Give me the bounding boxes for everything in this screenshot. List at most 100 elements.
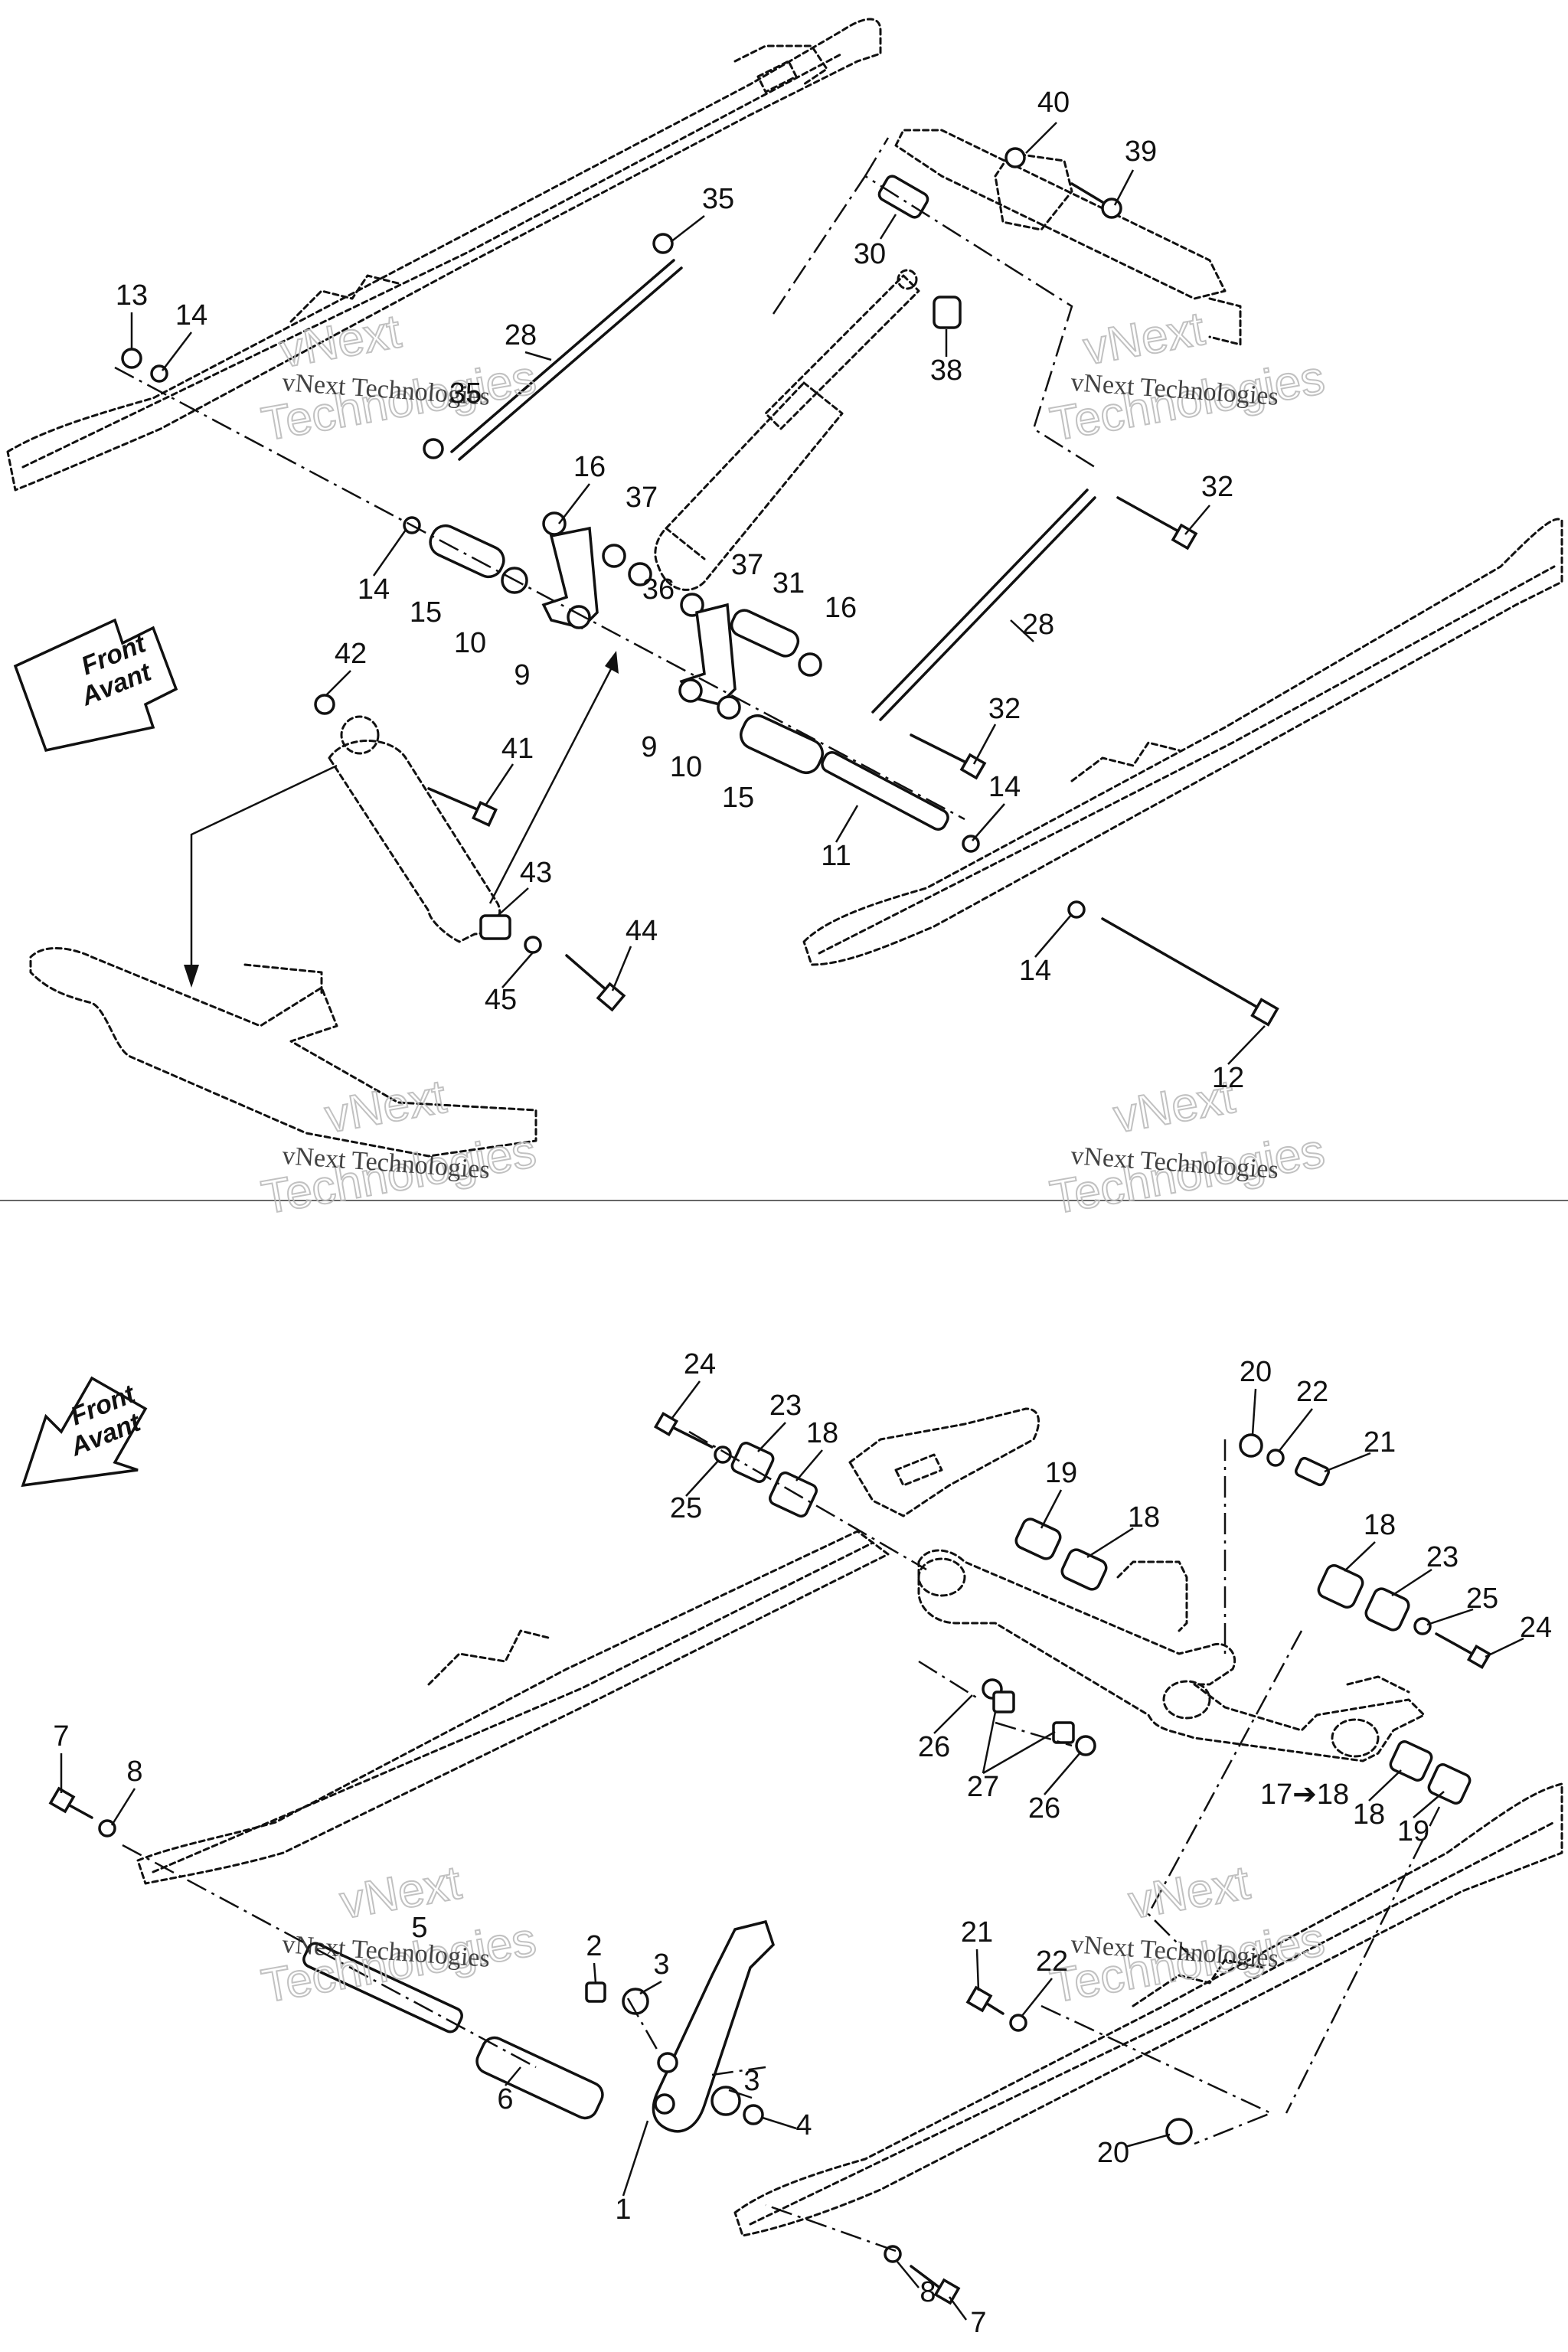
callout-part-28: 28 xyxy=(1022,609,1054,641)
callout-part-24: 24 xyxy=(684,1348,716,1380)
callout-part-7: 7 xyxy=(53,1720,69,1753)
callout-part-18: 18 xyxy=(806,1417,838,1449)
bolt-2 xyxy=(585,1981,606,2003)
watermark-vnext: vNext xyxy=(276,305,404,377)
callout-part-3: 3 xyxy=(743,2065,760,2097)
nut-4 xyxy=(743,2104,764,2125)
callout-part-8: 8 xyxy=(920,2276,936,2308)
callout-part-15: 15 xyxy=(410,596,442,629)
bolt-32-upper xyxy=(1116,496,1188,537)
watermarks: vNext Technologies vNext Technologies vN… xyxy=(257,302,1329,2014)
callout-part-16: 16 xyxy=(573,451,606,483)
callout-part-43: 43 xyxy=(520,857,552,889)
callout-part-14: 14 xyxy=(988,771,1021,803)
callout-part-45: 45 xyxy=(485,984,517,1016)
nut-40 xyxy=(1004,147,1026,168)
callout-part-25: 25 xyxy=(1466,1583,1498,1615)
callout-part-14: 14 xyxy=(358,573,390,606)
callout-part-32: 32 xyxy=(1201,471,1233,503)
callout-part-6: 6 xyxy=(497,2083,513,2115)
rail-left-top xyxy=(6,18,882,492)
watermark-vnext: vNext xyxy=(322,1070,450,1143)
callout-part-18: 18 xyxy=(1364,1509,1396,1541)
rail-right-bottom xyxy=(733,1782,1563,2237)
callout-part-40: 40 xyxy=(1037,87,1070,119)
callout-part-41: 41 xyxy=(501,733,534,765)
callout-part-18: 18 xyxy=(1128,1501,1160,1534)
nut-35-lower xyxy=(423,438,444,459)
nut-13 xyxy=(121,348,142,369)
shock-absorber-top xyxy=(654,269,920,591)
bracket-1 xyxy=(652,1919,776,2133)
callout-part-24: 24 xyxy=(1520,1612,1552,1644)
callout-part-20: 20 xyxy=(1097,2137,1129,2169)
callout-part-9: 9 xyxy=(514,659,530,691)
callout-part-14: 14 xyxy=(175,299,207,332)
callout-part-25: 25 xyxy=(670,1492,702,1524)
callout-part-15: 15 xyxy=(722,782,754,814)
callout-part-35: 35 xyxy=(449,377,482,410)
callout-part-35: 35 xyxy=(702,183,734,215)
callout-part-23: 23 xyxy=(769,1390,802,1422)
leaders-top xyxy=(130,122,1266,1065)
rail-right-top xyxy=(802,518,1563,966)
callout-part-21: 21 xyxy=(961,1916,993,1949)
front-direction-arrow-top: Front Avant xyxy=(13,618,178,753)
callout-part-20: 20 xyxy=(1240,1356,1272,1388)
watermark-vnext: vNext xyxy=(1080,302,1208,375)
front-direction-arrow-bottom: Front Avant xyxy=(21,1376,148,1488)
callout-part-14: 14 xyxy=(1019,955,1051,987)
callout-part-12: 12 xyxy=(1212,1062,1244,1094)
callout-part-8: 8 xyxy=(126,1756,142,1788)
callout-part-38: 38 xyxy=(930,354,962,387)
leaders-bottom xyxy=(60,1380,1524,2321)
callout-part-32: 32 xyxy=(988,693,1021,725)
rear-shock xyxy=(314,694,626,1012)
centerline-rear-axle xyxy=(114,366,965,821)
watermark-vnext: vNext xyxy=(1125,1856,1253,1929)
callout-part-16: 16 xyxy=(825,592,857,624)
washer-3-lower xyxy=(710,2086,741,2116)
callout-part-22: 22 xyxy=(1296,1376,1328,1408)
callout-part-10: 10 xyxy=(454,627,486,659)
callout-part-26: 26 xyxy=(1028,1792,1060,1824)
callout-part-28: 28 xyxy=(505,319,537,351)
callout-part-37: 37 xyxy=(731,549,763,581)
callout-part-31: 31 xyxy=(773,567,805,599)
callout-part-27: 27 xyxy=(967,1771,999,1803)
callout-part-23: 23 xyxy=(1426,1541,1459,1573)
callout-part-22: 22 xyxy=(1036,1945,1068,1978)
callout-part-37: 37 xyxy=(626,482,658,514)
rod-28-lower xyxy=(871,488,1089,714)
leader-shock-arm xyxy=(190,764,338,972)
rear-shaft-assembly xyxy=(403,511,1279,1027)
callout-part-10: 10 xyxy=(670,751,702,783)
rail-left-bottom xyxy=(136,1407,1040,1885)
callout-part-26: 26 xyxy=(918,1731,950,1763)
callout-part-18: 18 xyxy=(1353,1798,1385,1831)
callout-part-42: 42 xyxy=(335,638,367,670)
nut-35-upper xyxy=(652,233,674,254)
callout-part-11: 11 xyxy=(821,840,851,872)
callout-part-39: 39 xyxy=(1125,136,1157,168)
callout-part-36: 36 xyxy=(642,573,675,606)
callout-part-13: 13 xyxy=(116,279,148,312)
bolt-32-lower xyxy=(910,733,974,767)
callout-part-44: 44 xyxy=(626,915,658,947)
callout-part-5: 5 xyxy=(411,1912,427,1944)
spacer-38 xyxy=(933,296,962,329)
bottom-assembly: Front Avant xyxy=(21,1376,1563,2321)
rod-28-upper xyxy=(450,259,675,453)
callout-part-21: 21 xyxy=(1364,1426,1396,1459)
callout-part-30: 30 xyxy=(854,238,886,270)
callout-part-2: 2 xyxy=(586,1930,602,1962)
callout-part-4: 4 xyxy=(795,2109,812,2141)
callout-part-9: 9 xyxy=(641,731,657,763)
callout-part-1: 1 xyxy=(615,2194,631,2226)
callout-part-19: 19 xyxy=(1045,1457,1077,1489)
callout-part-17-18: 17➔18 xyxy=(1260,1779,1349,1811)
watermark-vnext: vNext xyxy=(336,1856,465,1929)
